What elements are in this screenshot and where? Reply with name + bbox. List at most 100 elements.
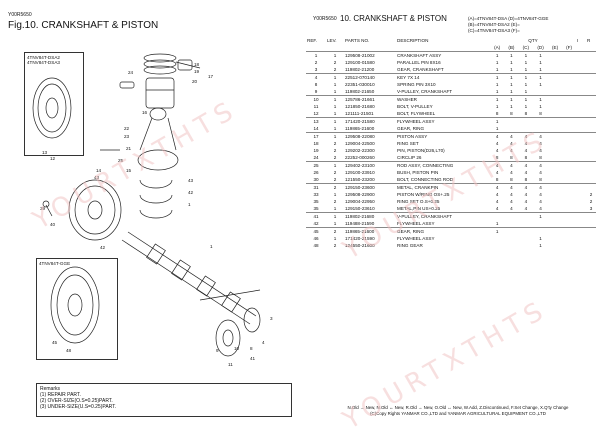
cell-i	[576, 95, 586, 103]
cell-remark	[586, 242, 596, 249]
cell-description: BUSH, PISTON PIN	[397, 170, 439, 175]
cell-i	[576, 220, 586, 228]
cell-qty	[533, 88, 548, 96]
cell-qty	[548, 176, 562, 184]
cell-qty	[504, 212, 519, 220]
callout-22: 22	[124, 126, 130, 131]
cell-qty: 1	[495, 221, 499, 226]
cell-remark	[586, 66, 596, 74]
cell-qty: 4	[495, 141, 499, 146]
cell-qty: 1	[539, 243, 542, 248]
cell-qty	[504, 242, 518, 249]
connecting-rod	[139, 117, 177, 151]
cell-qty: 4	[539, 170, 542, 175]
cell-ref: 17	[306, 132, 326, 140]
cell-i	[576, 88, 586, 96]
cell-qty: 1	[490, 95, 505, 103]
cell-description: FLYWHEEL ASSY	[397, 236, 435, 241]
cell-remark	[586, 81, 596, 88]
cell-qty: 1	[510, 104, 513, 109]
cell-qty: 1	[504, 73, 519, 81]
left-page-code: Y00R5650	[8, 12, 32, 18]
cell-part-number: 119865-21600	[345, 126, 375, 131]
cell-qty	[519, 242, 534, 249]
cell-qty	[490, 235, 504, 242]
cell-lev: 2	[333, 148, 337, 153]
cell-qty: 4	[510, 148, 513, 153]
cell-qty: 1	[504, 95, 519, 103]
cell-qty: 4	[539, 206, 542, 211]
cell-part-number: 129402-23100	[344, 161, 396, 169]
figure-title: Fig.10. CRANKSHAFT & PISTON	[8, 20, 159, 31]
qty-col-4: (E)	[551, 45, 559, 50]
cell-part-number: 171420-21580	[344, 117, 396, 125]
cell-qty: 1	[490, 51, 505, 59]
cell-ref: 45	[306, 227, 326, 235]
cell-remark	[586, 110, 596, 118]
cell-qty	[490, 212, 505, 220]
cell-i	[576, 103, 586, 110]
cell-ref: 30	[313, 177, 319, 182]
v-pulley	[215, 319, 241, 357]
remarks-box: Remarks (1) REPAIR PART. (2) OVER-SIZE(O…	[36, 383, 292, 417]
cell-description: RING SET	[397, 141, 419, 146]
flywheel-box-gge-label: 4TNV84T-GGE	[39, 261, 71, 266]
cell-lev: 2	[333, 243, 337, 248]
cell-qty	[504, 220, 518, 228]
cell-qty: 4	[504, 161, 519, 169]
cell-qty	[562, 147, 576, 154]
cell-part-number: 129150-23610	[345, 206, 375, 211]
cell-description: BOLT, FLYWHEEL	[397, 111, 436, 116]
cell-qty: 1	[495, 67, 499, 72]
cell-i	[576, 227, 586, 235]
cell-qty	[504, 125, 518, 133]
cell-qty	[519, 235, 534, 242]
parts-table: REF. LEV. PARTS NO. DESCRIPTION QTY I R …	[306, 37, 596, 249]
cell-qty	[548, 88, 562, 96]
cell-remark	[586, 147, 596, 154]
cell-qty	[562, 183, 576, 191]
cell-qty: 4	[524, 199, 528, 204]
cell-ref: 48	[313, 243, 319, 248]
cell-description: METAL, CRANKPIN	[396, 183, 490, 191]
cell-i	[576, 154, 586, 162]
cell-qty: 1	[510, 89, 513, 94]
cell-qty	[548, 81, 562, 88]
cell-ref: 46	[313, 236, 319, 241]
cell-part-number: 22252-000260	[345, 155, 375, 160]
cell-part-number: 129004-22500	[345, 141, 375, 146]
cell-qty	[562, 198, 576, 205]
cell-qty: 8	[510, 111, 513, 116]
cell-ref: 11	[313, 104, 319, 109]
cell-lev: 1	[333, 89, 337, 94]
cell-remark	[586, 125, 596, 133]
cell-qty: 4	[539, 192, 542, 197]
cell-lev: 2	[333, 67, 337, 72]
cell-lev: 2	[326, 227, 344, 235]
cell-part-number: 121850-21680	[345, 104, 375, 109]
cell-qty: 4	[524, 206, 528, 211]
cell-qty	[562, 95, 576, 103]
cell-ref: 26	[313, 170, 319, 175]
cell-ref: 12	[313, 111, 319, 116]
col-description: DESCRIPTION	[397, 38, 429, 43]
cell-remark: 3	[589, 206, 593, 211]
cell-qty: 4	[490, 183, 505, 191]
callout-41: 41	[250, 356, 256, 361]
cell-qty	[548, 220, 562, 228]
cell-qty	[504, 227, 519, 235]
cell-remark	[586, 88, 596, 96]
cell-ref: 4	[306, 73, 326, 81]
cell-part-number: 129150-23600	[344, 183, 396, 191]
cell-lev: 2	[326, 183, 344, 191]
cell-qty	[547, 227, 563, 235]
cell-remark	[586, 169, 596, 176]
cell-qty	[547, 51, 563, 59]
cell-qty: 4	[533, 161, 548, 169]
